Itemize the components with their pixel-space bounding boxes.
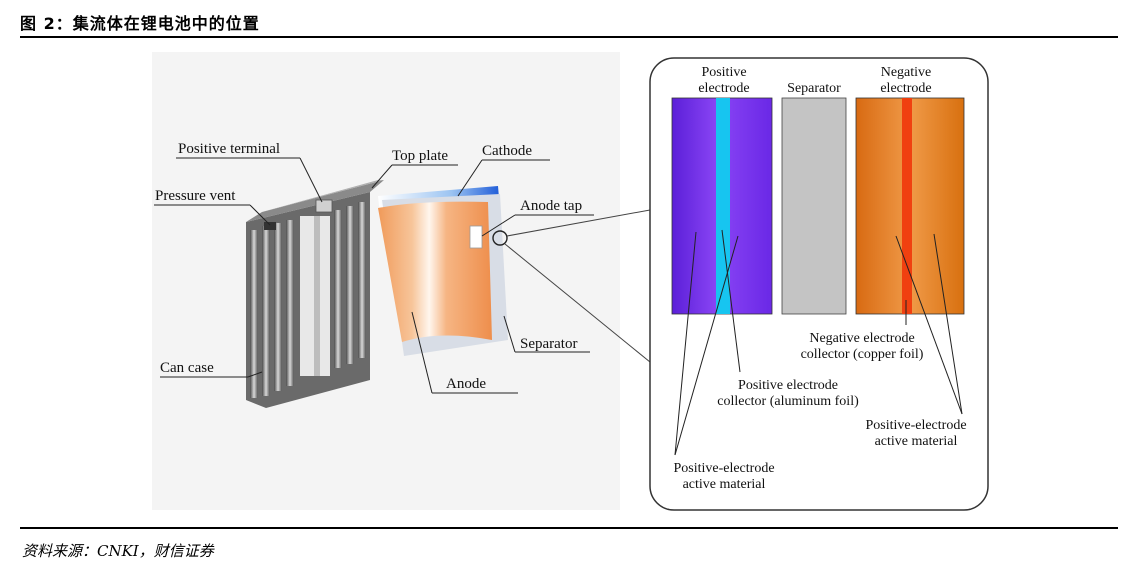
can-case — [246, 180, 384, 408]
header-separator: Separator — [787, 81, 841, 96]
illustration-background — [152, 52, 620, 510]
label-anode-tap: Anode tap — [520, 198, 582, 214]
header-negative-electrode-1: Negative — [881, 65, 932, 80]
figure-title: 图 2：集流体在锂电池中的位置 — [20, 14, 260, 33]
label-positive-collector-2: collector (aluminum foil) — [717, 394, 859, 409]
top-rule — [20, 36, 1118, 38]
anode-tap — [469, 225, 483, 249]
battery-cell-illustration: Positive terminal Top plate Cathode Pres… — [152, 52, 620, 510]
label-separator: Separator — [520, 336, 577, 352]
zoom-circle — [492, 230, 508, 246]
electrode-detail-panel: Positive electrode Separator Negative el… — [649, 57, 989, 511]
label-positive-terminal: Positive terminal — [178, 141, 280, 157]
panel-leader-lines — [674, 229, 963, 456]
label-pressure-vent: Pressure vent — [155, 188, 236, 204]
label-positive-active-left-1: Positive-electrode — [673, 461, 774, 476]
header-positive-electrode-1: Positive — [701, 65, 746, 80]
bottom-rule — [20, 527, 1118, 529]
label-positive-collector-1: Positive electrode — [738, 378, 838, 393]
source-note: 资料来源：CNKI，财信证券 — [22, 542, 214, 560]
label-negative-collector-2: collector (copper foil) — [801, 347, 924, 362]
label-positive-active-left-2: active material — [683, 477, 766, 492]
aluminum-foil-collector — [716, 98, 730, 314]
separator-block — [781, 97, 847, 315]
label-top-plate: Top plate — [392, 148, 448, 164]
label-can-case: Can case — [160, 360, 214, 376]
label-positive-active-right-1: Positive-electrode — [865, 418, 966, 433]
label-positive-active-right-2: active material — [875, 434, 958, 449]
header-positive-electrode-2: electrode — [698, 81, 749, 96]
label-anode: Anode — [446, 376, 486, 392]
anode-sheet — [378, 201, 492, 342]
zoom-connector-lines — [504, 209, 651, 363]
left-leader-lines — [154, 157, 594, 394]
label-negative-collector-1: Negative electrode — [809, 331, 914, 346]
label-cathode: Cathode — [482, 143, 532, 159]
copper-foil-collector — [902, 98, 912, 314]
header-negative-electrode-2: electrode — [880, 81, 931, 96]
